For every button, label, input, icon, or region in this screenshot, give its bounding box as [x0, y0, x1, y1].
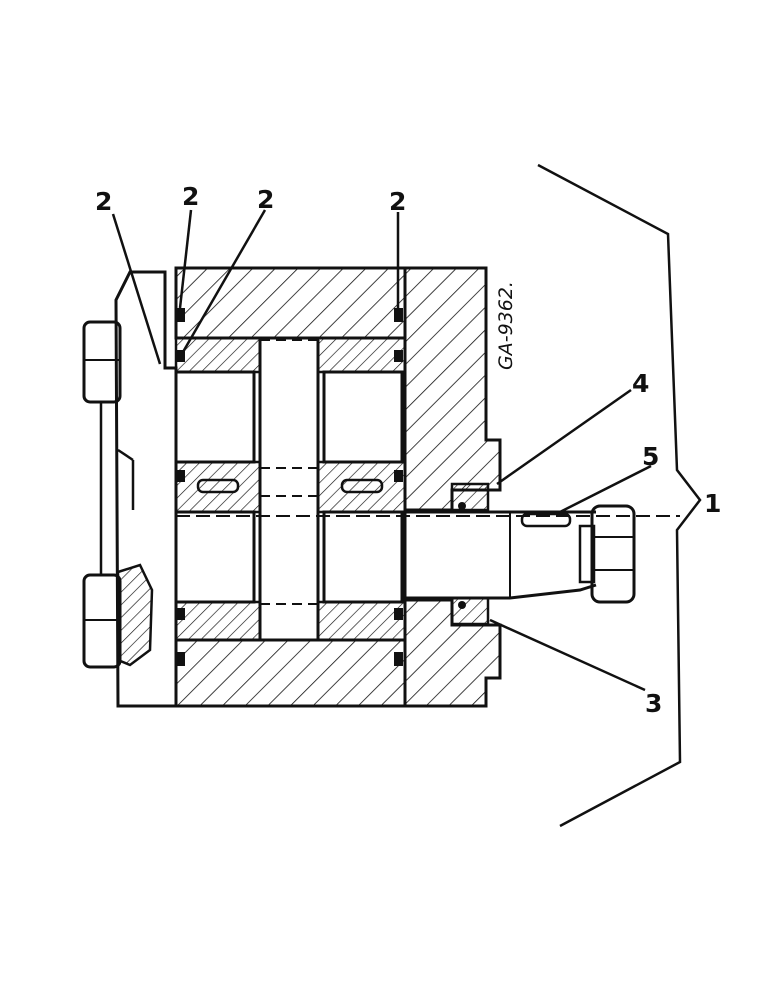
callout-4: 4: [632, 369, 649, 398]
mounting-flange: [403, 266, 502, 708]
callout-3: 3: [645, 689, 662, 718]
drive-shaft: [176, 510, 680, 600]
callout-2-top-left: 2: [182, 182, 199, 211]
cover-bolt-top: [82, 320, 122, 404]
cover-bolt-link: [99, 402, 135, 575]
o-rings: [176, 308, 403, 666]
shaft-seal: [450, 482, 490, 626]
drawing-reference-number: GA-9362.: [495, 281, 517, 370]
bearing-blocks: [174, 336, 407, 642]
gear-shaft-vertical: [258, 339, 320, 640]
shaft-nut: [578, 504, 636, 604]
assembly-bracket: [537, 163, 702, 828]
cover-bolt-bottom: [82, 563, 154, 669]
keys: [196, 478, 384, 494]
callout-5: 5: [642, 442, 659, 471]
shaft-key: [520, 512, 572, 528]
lower-gear: [174, 510, 404, 604]
leader-lines: [111, 209, 652, 692]
pump-body: [174, 266, 407, 708]
callout-2-top-right: 2: [389, 187, 406, 216]
callout-2-bearing: 2: [257, 185, 274, 214]
callout-2-cover: 2: [95, 187, 112, 216]
callout-1: 1: [704, 489, 721, 518]
upper-gear: [174, 370, 404, 464]
